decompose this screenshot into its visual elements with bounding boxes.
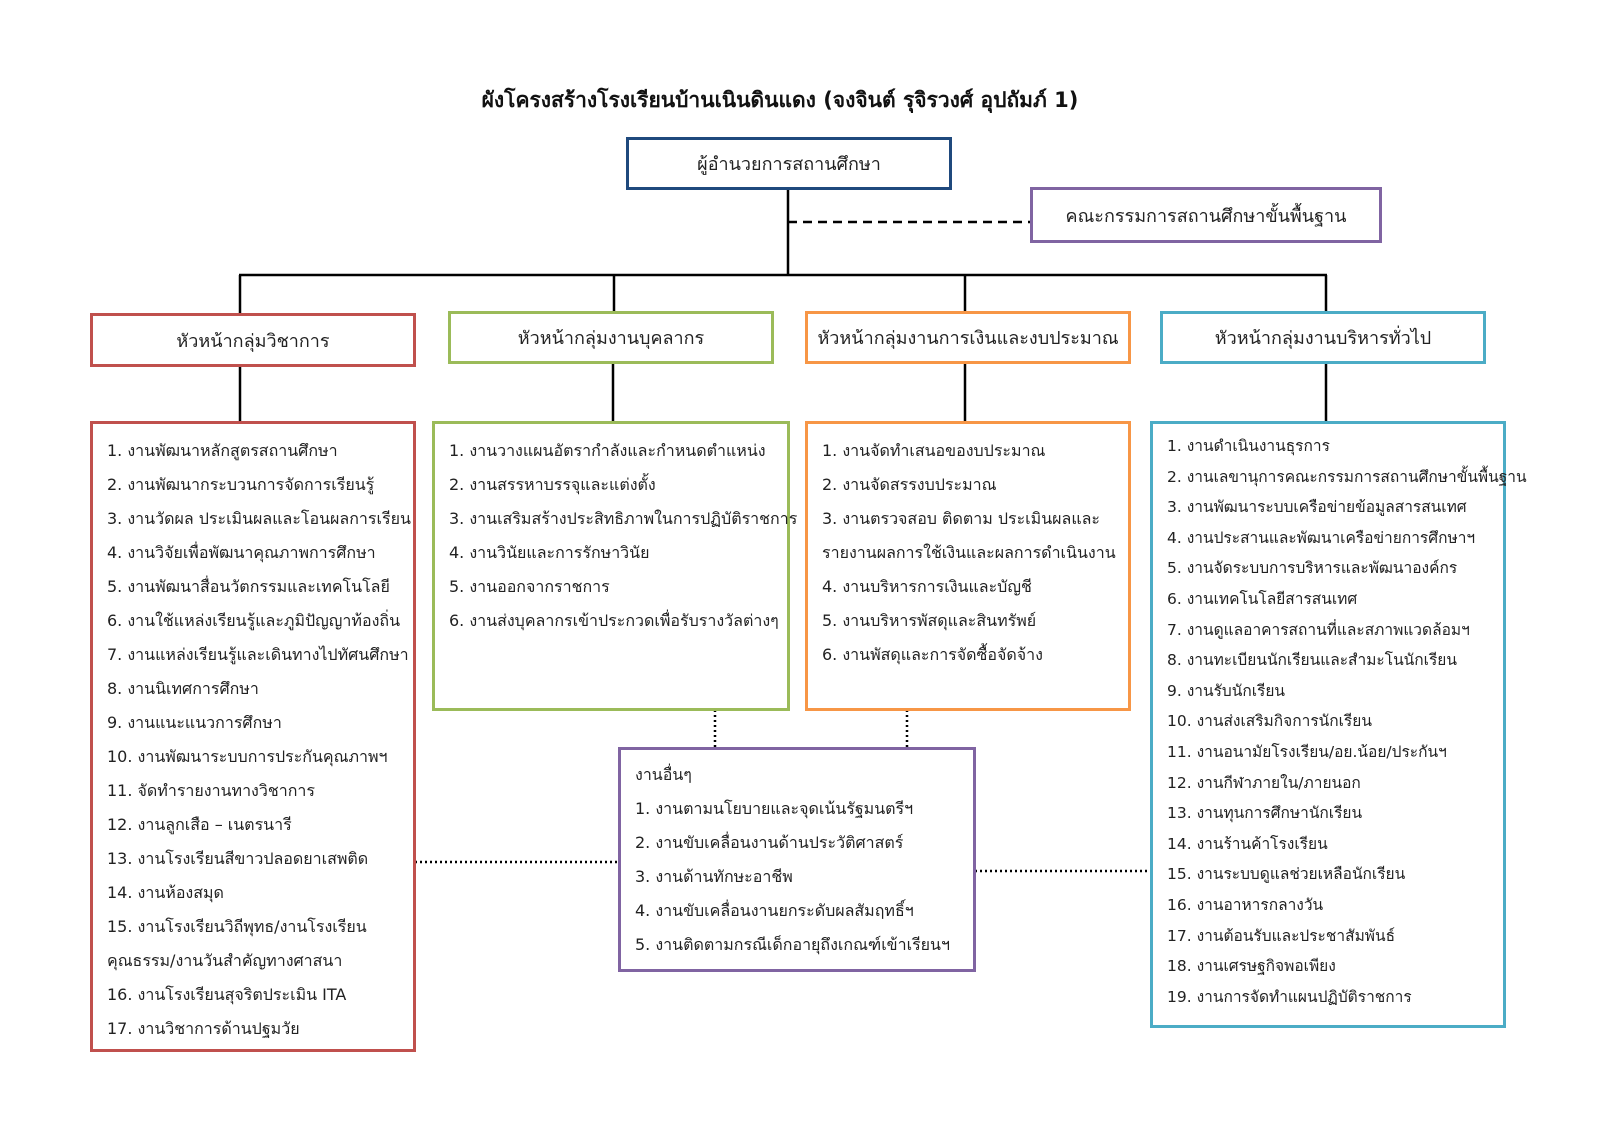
task-item: 15. งานระบบดูแลช่วยเหลือนักเรียน [1167, 865, 1406, 884]
task-item: 3. งานพัฒนาระบบเครือข่ายข้อมูลสารสนเทศ [1167, 498, 1467, 517]
general-task-list: 1. งานดำเนินงานธุรการ 2. งานเลขานุการคณะก… [1150, 421, 1527, 1028]
task-item: งานอื่นๆ [635, 765, 692, 784]
task-item: 5. งานบริหารพัสดุและสินทรัพย์ [822, 611, 1037, 630]
task-item: 16. งานโรงเรียนสุจริตประเมิน ITA [107, 985, 347, 1004]
task-item: 3. งานวัดผล ประเมินผลและโอนผลการเรียน [107, 509, 411, 528]
task-item: 14. งานร้านค้าโรงเรียน [1167, 834, 1328, 853]
task-item: คุณธรรม/งานวันสำคัญทางศาสนา [107, 951, 343, 970]
task-item: 10. งานส่งเสริมกิจการนักเรียน [1167, 712, 1372, 731]
task-item: 10. งานพัฒนาระบบการประกันคุณภาพฯ [107, 747, 388, 766]
finance-head-box: หัวหน้ากลุ่มงานการเงินและงบประมาณ [805, 311, 1131, 364]
task-item: 5. งานพัฒนาสื่อนวัตกรรมและเทคโนโลยี [107, 577, 390, 596]
task-item: 7. งานแหล่งเรียนรู้และเดินทางไปทัศนศึกษา [107, 645, 409, 664]
task-item: 14. งานห้องสมุด [107, 883, 224, 902]
task-item: 18. งานเศรษฐกิจพอเพียง [1167, 957, 1336, 976]
task-item: 2. งานจัดสรรงบประมาณ [822, 475, 997, 494]
task-item: 1. งานดำเนินงานธุรการ [1167, 437, 1330, 455]
task-item: 4. งานวินัยและการรักษาวินัย [449, 543, 650, 562]
task-item: 4. งานขับเคลื่อนงานยกระดับผลสัมฤทธิ์ฯ [635, 901, 914, 920]
task-item: 11. งานอนามัยโรงเรียน/อย.น้อย/ประกันฯ [1167, 742, 1447, 761]
task-item: 3. งานเสริมสร้างประสิทธิภาพในการปฏิบัติร… [449, 509, 798, 528]
task-item: 17. งานต้อนรับและประชาสัมพันธ์ [1167, 926, 1396, 945]
task-item: 4. งานบริหารการเงินและบัญชี [822, 577, 1032, 596]
finance-task-list: 1. งานจัดทำเสนอของบประมาณ 2. งานจัดสรรงบป… [805, 421, 1131, 711]
task-item: 2. งานพัฒนากระบวนการจัดการเรียนรู้ [107, 475, 375, 494]
task-item: 9. งานแนะแนวการศึกษา [107, 713, 282, 732]
task-item: 6. งานใช้แหล่งเรียนรู้และภูมิปัญญาท้องถิ… [107, 611, 401, 630]
task-item: 1. งานพัฒนาหลักสูตรสถานศึกษา [107, 441, 338, 460]
task-item: 1. งานจัดทำเสนอของบประมาณ [822, 441, 1046, 460]
task-item: รายงานผลการใช้เงินและผลการดำเนินงาน [822, 543, 1116, 562]
task-item: 6. งานพัสดุและการจัดซื้อจัดจ้าง [822, 645, 1043, 664]
task-item: 1. งานวางแผนอัตรากำลังและกำหนดตำแหน่ง [449, 441, 766, 460]
task-item: 6. งานเทคโนโลยีสารสนเทศ [1167, 589, 1358, 608]
task-item: 5. งานจัดระบบการบริหารและพัฒนาองค์กร [1167, 559, 1458, 578]
task-item: 5. งานติดตามกรณีเด็กอายุถึงเกณฑ์เข้าเรีย… [635, 935, 950, 954]
task-item: 17. งานวิชาการด้านปฐมวัย [107, 1019, 300, 1038]
director-box: ผู้อำนวยการสถานศึกษา [626, 137, 952, 190]
academic-head-box: หัวหน้ากลุ่มวิชาการ [90, 313, 416, 367]
task-item: 3. งานด้านทักษะอาชีพ [635, 867, 793, 886]
task-item: 7. งานดูแลอาคารสถานที่และสภาพแวดล้อมฯ [1167, 620, 1470, 639]
task-item: 8. งานทะเบียนนักเรียนและสำมะโนนักเรียน [1167, 651, 1457, 670]
task-item: 2. งานสรรหาบรรจุและแต่งตั้ง [449, 475, 656, 494]
chart-title: ผังโครงสร้างโรงเรียนบ้านเนินดินแดง (จงจิ… [481, 88, 1079, 112]
task-item: 12. งานลูกเสือ – เนตรนารี [107, 815, 292, 834]
board-box: คณะกรรมการสถานศึกษาขั้นพื้นฐาน [1030, 187, 1382, 243]
task-item: 19. งานการจัดทำแผนปฏิบัติราชการ [1167, 987, 1412, 1006]
academic-task-list: 1. งานพัฒนาหลักสูตรสถานศึกษา 2. งานพัฒนาก… [90, 421, 416, 1052]
task-item: 9. งานรับนักเรียน [1167, 681, 1286, 700]
other-task-list: งานอื่นๆ 1. งานตามนโยบายและจุดเน้นรัฐมนตร… [618, 747, 976, 972]
task-item: 15. งานโรงเรียนวิถีพุทธ/งานโรงเรียน [107, 917, 367, 936]
task-item: 16. งานอาหารกลางวัน [1167, 895, 1324, 914]
personnel-task-list: 1. งานวางแผนอัตรากำลังและกำหนดตำแหน่ง 2. … [432, 421, 798, 711]
task-item: 4. งานวิจัยเพื่อพัฒนาคุณภาพการศึกษา [107, 543, 376, 562]
task-item: 6. งานส่งบุคลากรเข้าประกวดเพื่อรับรางวัล… [449, 611, 779, 630]
task-item: 2. งานขับเคลื่อนงานด้านประวัติศาสตร์ [635, 833, 904, 852]
task-item: 3. งานตรวจสอบ ติดตาม ประเมินผลและ [822, 509, 1101, 528]
task-item: 2. งานเลขานุการคณะกรรมการสถานศึกษาขั้นพื… [1167, 467, 1527, 486]
general-head-box: หัวหน้ากลุ่มงานบริหารทั่วไป [1160, 311, 1486, 364]
task-item: 11. จัดทำรายงานทางวิชาการ [107, 781, 315, 800]
task-item: 8. งานนิเทศการศึกษา [107, 679, 259, 698]
task-item: 12. งานกีฬาภายใน/ภายนอก [1167, 773, 1361, 792]
task-item: 4. งานประสานและพัฒนาเครือข่ายการศึกษาฯ [1167, 528, 1476, 547]
task-item: 13. งานโรงเรียนสีขาวปลอดยาเสพติด [107, 849, 369, 868]
task-item: 13. งานทุนการศึกษานักเรียน [1167, 804, 1363, 823]
personnel-head-box: หัวหน้ากลุ่มงานบุคลากร [448, 311, 774, 364]
task-item: 5. งานออกจากราชการ [449, 577, 610, 596]
task-item: 1. งานตามนโยบายและจุดเน้นรัฐมนตรีฯ [635, 799, 914, 818]
